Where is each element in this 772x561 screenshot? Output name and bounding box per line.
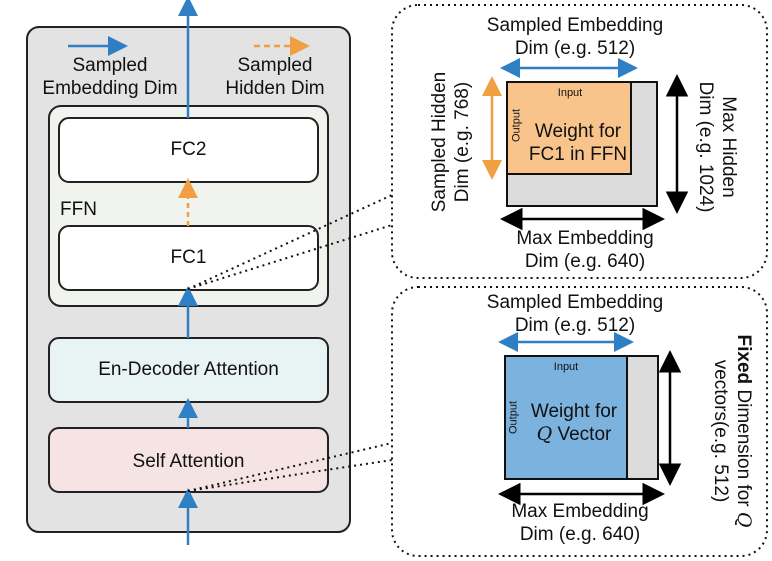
q-weight-matrix: [504, 355, 628, 480]
en-decoder-label: En-Decoder Attention: [98, 359, 279, 380]
fc1-label: FC1: [170, 247, 207, 268]
q-sampled-embedding-label: Sampled Embedding Dim (e.g. 512): [486, 292, 664, 336]
fc1-sampled-embedding-label: Sampled Embedding Dim (e.g. 512): [486, 15, 664, 59]
connector-fc1-top: [187, 194, 393, 290]
fc1-weight-matrix: [506, 81, 632, 175]
connector-self-top: [187, 442, 393, 492]
q-fixed-rest1: Dimension for: [733, 384, 754, 512]
q-input-label: Input: [553, 361, 579, 373]
q-weight-panel: [391, 286, 768, 557]
fc1-input-label: Input: [557, 87, 583, 99]
legend-sampled-embedding: Sampled Embedding Dim: [42, 55, 178, 99]
q-weight-symbol: Q: [536, 423, 553, 445]
ffn-weight-panel: [391, 4, 768, 279]
q-weight-line1: Weight for: [530, 401, 618, 422]
q-weight-rest: Vector: [552, 424, 612, 445]
connector-self-bottom: [187, 459, 393, 492]
q-fixed-bold: Fixed: [733, 334, 754, 385]
q-fixed-symbol: Q: [733, 511, 755, 528]
q-fixed-rest2: vectors(e.g. 512): [710, 359, 731, 503]
fc1-sampled-hidden-label: Sampled Hidden Dim (e.g. 768): [429, 71, 473, 213]
ffn-label: FFN: [60, 199, 97, 220]
self-attention-label: Self Attention: [132, 451, 245, 472]
q-weight-label: Weight for Q Vector: [515, 400, 633, 446]
fc1-weight-label: Weight for FC1 in FFN: [528, 121, 628, 165]
fc1-max-embedding-label: Max Embedding Dim (e.g. 640): [516, 228, 654, 272]
legend-sampled-hidden: Sampled Hidden Dim: [225, 55, 325, 99]
q-fixed-dimension-label: Fixed Dimension for Q vectors(e.g. 512): [705, 301, 755, 561]
fc2-label: FC2: [170, 139, 207, 160]
fc1-max-hidden-label: Max Hidden Dim (e.g. 1024): [695, 81, 739, 213]
q-max-embedding-label: Max Embedding Dim (e.g. 640): [511, 501, 649, 545]
